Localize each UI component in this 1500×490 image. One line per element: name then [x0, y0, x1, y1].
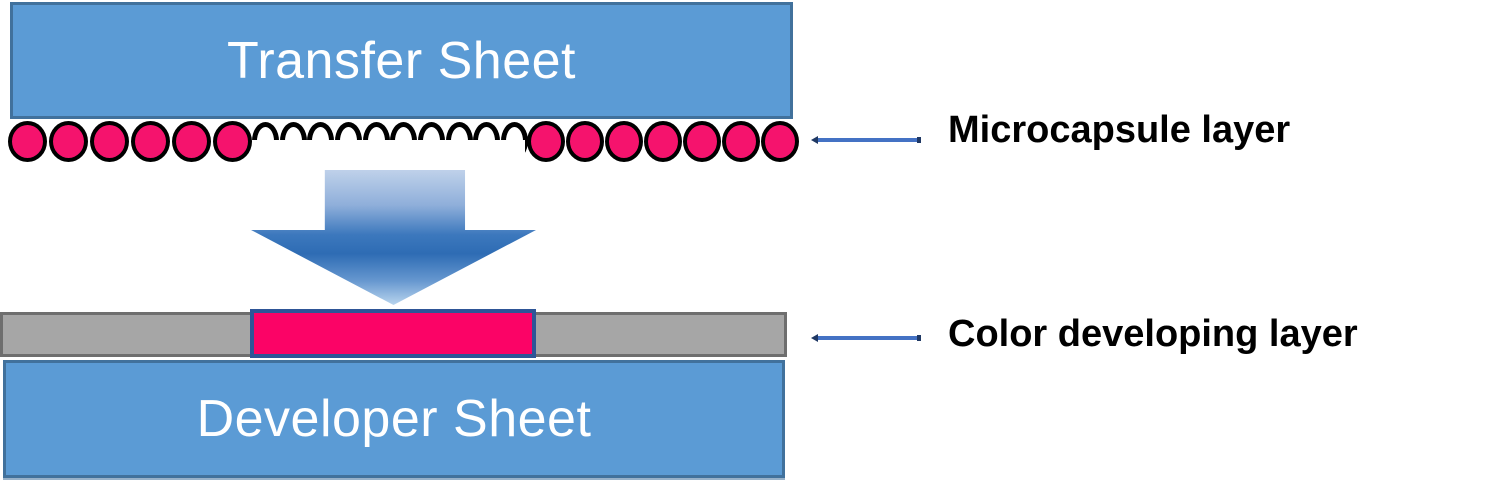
microcapsule-icon — [683, 121, 721, 162]
developed-color-region — [250, 309, 536, 358]
microcapsule-icon — [49, 121, 88, 162]
color-developing-layer-label: Color developing layer — [948, 313, 1358, 355]
microcapsule-icon — [131, 121, 170, 162]
microcapsule-layer-label: Microcapsule layer — [948, 109, 1291, 151]
microcapsule-group-right — [527, 121, 799, 162]
microcapsule-icon — [90, 121, 129, 162]
microcapsule-icon — [172, 121, 211, 162]
transfer-sheet-label: Transfer Sheet — [226, 31, 576, 90]
developer-sheet: Developer Sheet — [3, 360, 785, 478]
microcapsule-icon — [761, 121, 799, 162]
down-arrow-icon — [251, 170, 536, 305]
released-ink-region — [252, 140, 525, 173]
developer-sheet-label: Developer Sheet — [196, 390, 592, 448]
microcapsule-icon — [8, 121, 47, 162]
transfer-sheet: Transfer Sheet — [10, 2, 793, 119]
microcapsule-icon — [644, 121, 682, 162]
microcapsule-icon — [605, 121, 643, 162]
microcapsule-icon — [213, 121, 252, 162]
connector-line-color-developing — [811, 334, 921, 342]
connector-line-microcapsule — [811, 136, 921, 144]
microcapsule-icon — [722, 121, 760, 162]
microcapsule-group-left — [8, 121, 252, 162]
microcapsule-icon — [566, 121, 604, 162]
microcapsule-icon — [527, 121, 565, 162]
